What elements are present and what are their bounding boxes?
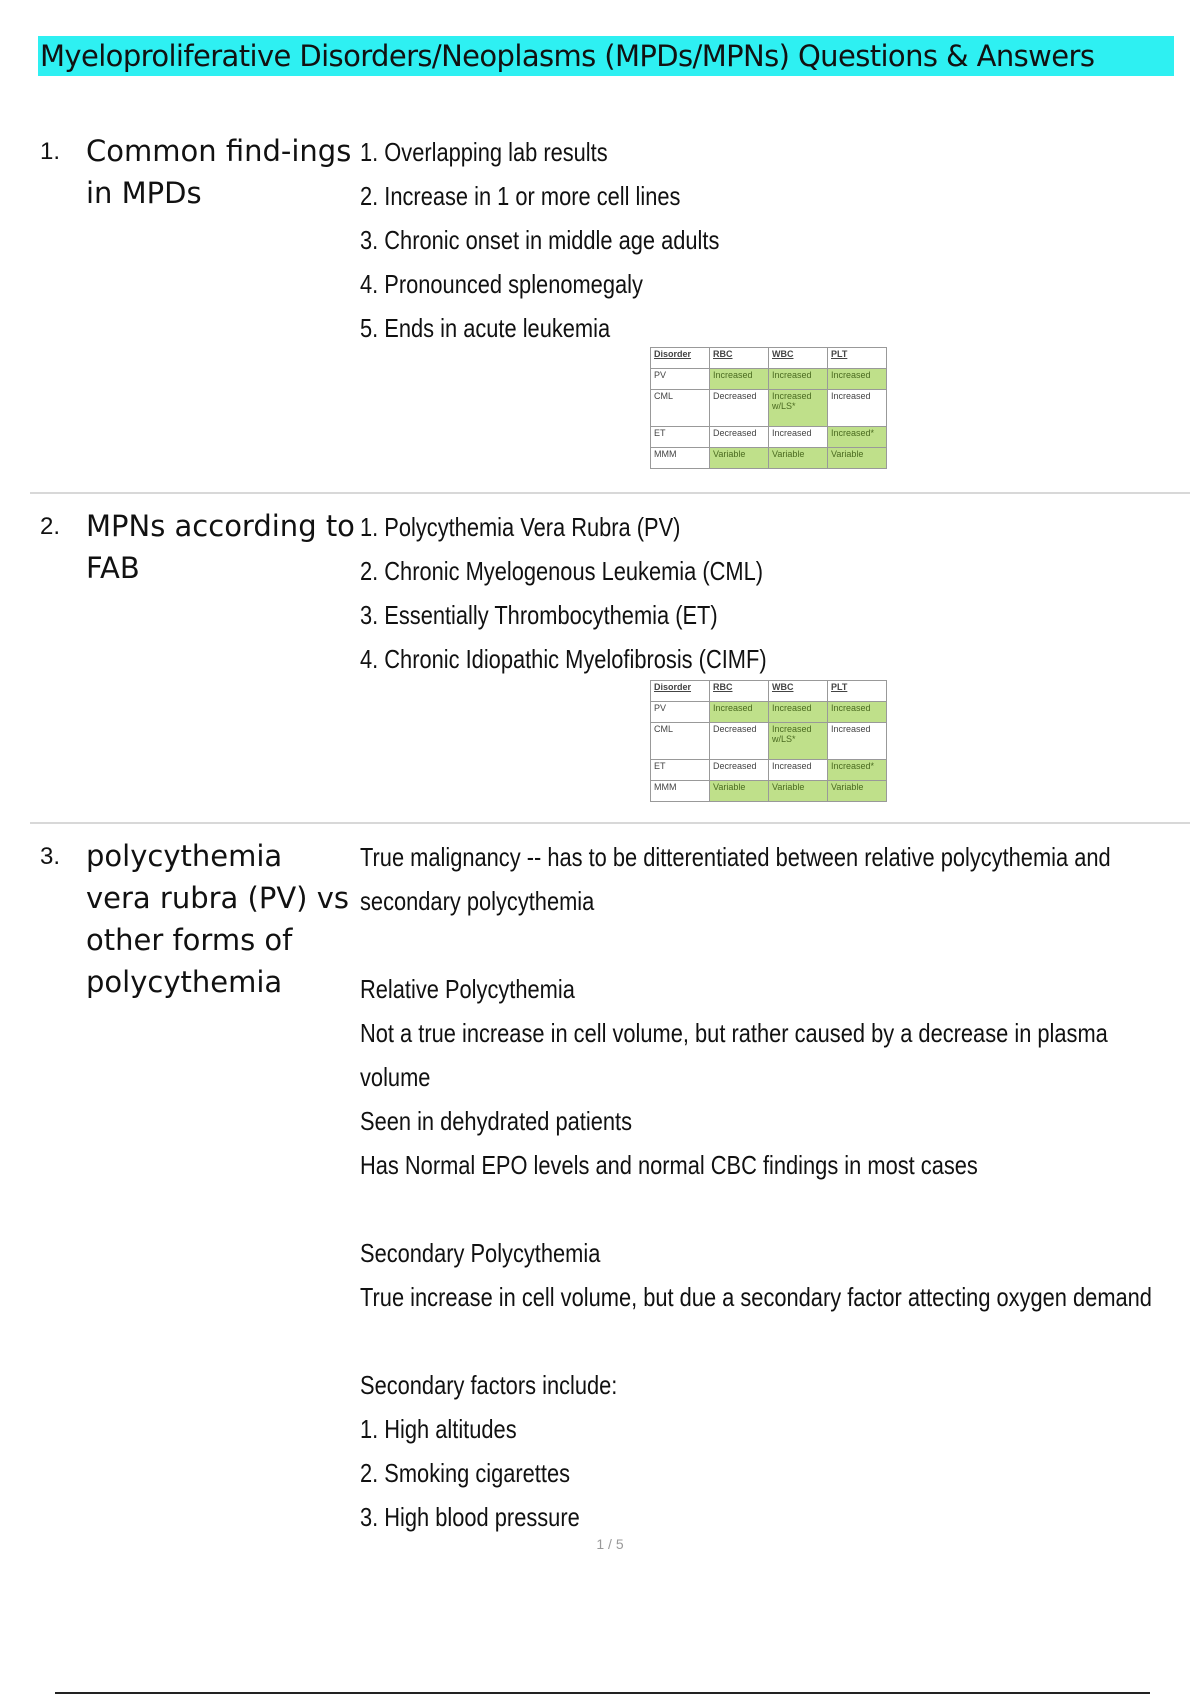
table-header: PLT [827, 347, 887, 369]
table-cell: Increased* [827, 426, 887, 448]
answer-line [360, 1319, 1200, 1363]
table-cell: Increased [709, 700, 769, 723]
table-header: Disorder [650, 347, 710, 369]
question-text: polycythemia vera rubra (PV) vs other fo… [86, 839, 349, 999]
table-cell: Increased [827, 367, 887, 390]
table-cell: Increased [827, 721, 887, 761]
answer-line: 3. High blood pressure [360, 1502, 580, 1532]
answer-line: 1. High altitudes [360, 1414, 517, 1444]
answer-line: 1. Overlapping lab results [360, 137, 608, 167]
table-cell: CML [650, 721, 710, 761]
document-title: Myeloproliferative Disorders/Neoplasms (… [38, 36, 1174, 76]
table-cell: PV [650, 700, 710, 723]
answer-line: Secondary factors include: [360, 1370, 618, 1400]
answer-line: 4. Pronounced splenomegaly [360, 269, 643, 299]
question-text: Common find-ings in MPDs [86, 134, 352, 210]
answer: 1. Overlapping lab results 2. Increase in… [360, 130, 1200, 350]
table-cell: Variable [768, 780, 828, 802]
table-cell: Decreased [709, 388, 769, 428]
footer-rule [55, 1692, 1150, 1694]
table-cell: ET [650, 759, 710, 781]
table-header: RBC [709, 680, 769, 702]
divider [30, 822, 1190, 824]
table-header: RBC [709, 347, 769, 369]
table-cell: Increased [768, 700, 828, 723]
answer-line [360, 923, 1200, 967]
table-header: WBC [768, 347, 828, 369]
item-number: 3. [40, 843, 61, 870]
table-cell: CML [650, 388, 710, 428]
table-cell: PV [650, 367, 710, 390]
table-cell: MMM [650, 780, 710, 802]
answer: 1. Polycythemia Vera Rubra (PV) 2. Chroni… [360, 505, 1200, 681]
page-number: 1 / 5 [596, 1536, 624, 1552]
answer-line: Seen in dehydrated patients [360, 1106, 632, 1136]
answer-line: Secondary Polycythemia [360, 1238, 601, 1268]
table-cell: Variable [827, 447, 887, 469]
table-cell: Variable [827, 780, 887, 802]
answer-line: 1. Polycythemia Vera Rubra (PV) [360, 512, 681, 542]
answer: True malignancy -- has to be ditterentia… [360, 835, 1200, 1539]
table-cell: Decreased [709, 426, 769, 448]
answer-line: secondary polycythemia [360, 886, 595, 916]
answer-line: volume [360, 1062, 431, 1092]
table-cell: Decreased [709, 759, 769, 781]
table-cell: Variable [709, 447, 769, 469]
table-cell: MMM [650, 447, 710, 469]
question: MPNs according to FAB [86, 505, 356, 589]
table-header: PLT [827, 680, 887, 702]
item-number: 1. [40, 138, 61, 165]
answer-line: 3. Chronic onset in middle age adults [360, 225, 720, 255]
answer-line: 3. Essentially Thrombocythemia (ET) [360, 600, 718, 630]
answer-line: 2. Smoking cigarettes [360, 1458, 571, 1488]
table-cell: Increased [768, 759, 828, 781]
table-cell: Increased [709, 367, 769, 390]
answer-line: 5. Ends in acute leukemia [360, 313, 611, 343]
item-number: 2. [40, 513, 61, 540]
question-text: MPNs according to FAB [86, 509, 355, 585]
table-cell: Decreased [709, 721, 769, 761]
table-cell: Variable [709, 780, 769, 802]
divider [30, 492, 1190, 494]
table-cell: ET [650, 426, 710, 448]
answer-line: 4. Chronic Idiopathic Myelofibrosis (CIM… [360, 644, 767, 674]
table-cell: Increased [768, 426, 828, 448]
table-header: WBC [768, 680, 828, 702]
answer-line: Not a true increase in cell volume, but … [360, 1018, 1108, 1048]
table-cell: Increased [768, 367, 828, 390]
answer-line [360, 1187, 1200, 1231]
table-cell: Increased [827, 388, 887, 428]
table-cell: Variable [768, 447, 828, 469]
answer-line: Relative Polycythemia [360, 974, 575, 1004]
answer-line: True malignancy -- has to be ditterentia… [360, 842, 1111, 872]
answer-line: 2. Chronic Myelogenous Leukemia (CML) [360, 556, 764, 586]
answer-line: Has Normal EPO levels and normal CBC fin… [360, 1150, 978, 1180]
answer-line: True increase in cell volume, but due a … [360, 1282, 1152, 1312]
answer-line: 2. Increase in 1 or more cell lines [360, 181, 681, 211]
table-header: Disorder [650, 680, 710, 702]
question: Common find-ings in MPDs [86, 130, 356, 214]
question: polycythemia vera rubra (PV) vs other fo… [86, 835, 356, 1003]
table-cell: Increased w/LS* [768, 388, 828, 428]
table-cell: Increased [827, 700, 887, 723]
table-cell: Increased* [827, 759, 887, 781]
table-cell: Increased w/LS* [768, 721, 828, 761]
